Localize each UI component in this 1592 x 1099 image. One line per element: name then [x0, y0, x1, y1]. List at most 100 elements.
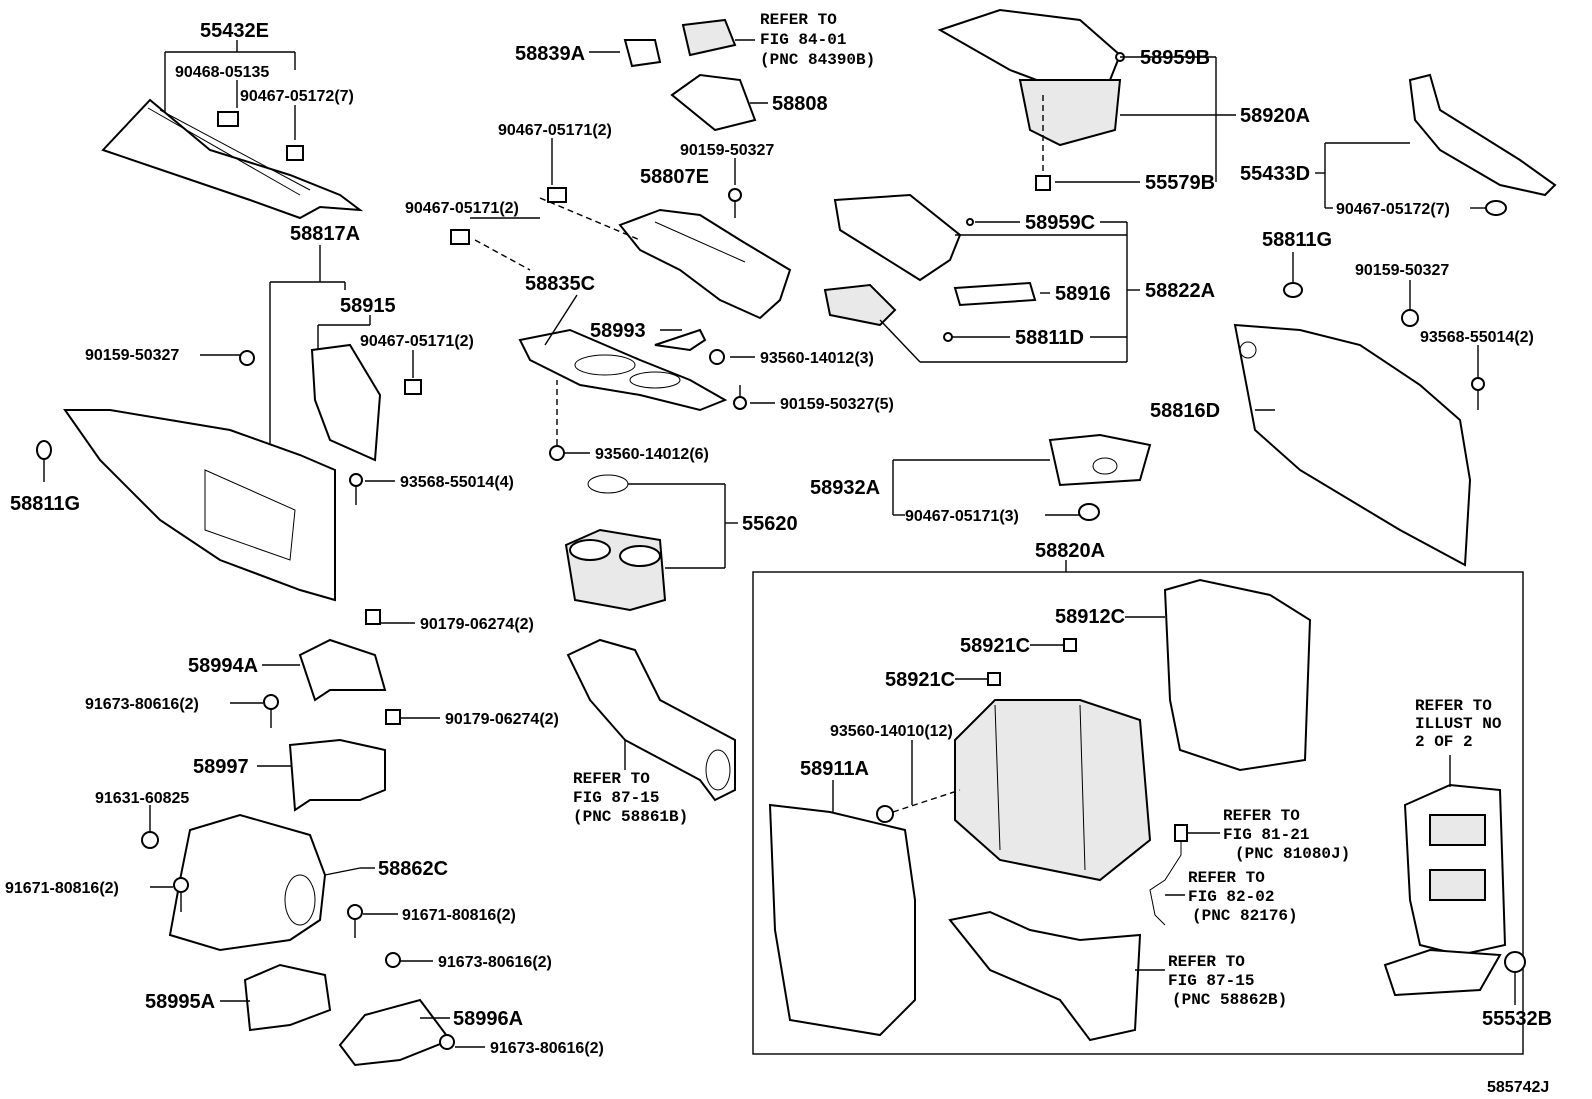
label-58997: 58997	[193, 756, 249, 778]
ref-illust-line1: REFER TO	[1415, 697, 1492, 715]
part-55433D-trim	[1408, 73, 1557, 197]
label-58816D: 58816D	[1150, 400, 1220, 422]
clip-58921C-b	[987, 672, 1001, 686]
label-58862C: 58862C	[378, 858, 448, 880]
label-58995A: 58995A	[145, 991, 215, 1013]
nut-90179-06274-a	[365, 609, 381, 625]
label-91673-80616-c: 91673-80616(2)	[490, 1040, 604, 1057]
clip-90467-05172-b	[1485, 200, 1507, 216]
part-58839A	[623, 39, 662, 68]
part-55432E-trim	[101, 98, 364, 220]
label-58820A: 58820A	[1035, 540, 1105, 562]
clip-58811D	[943, 332, 953, 342]
part-58932A	[1048, 433, 1152, 487]
bolt-91673-80616-b	[385, 952, 401, 968]
label-58915: 58915	[340, 295, 396, 317]
knob-90467-05171-d	[1078, 503, 1100, 521]
screw-93560-14012-a	[709, 349, 725, 365]
part-58911A	[768, 803, 916, 1037]
label-93560-14012-6: 93560-14012(6)	[595, 446, 709, 463]
label-93560-14012-3: 93560-14012(3)	[760, 350, 874, 367]
part-58916-pad	[953, 281, 1037, 307]
label-90467-05171-3: 90467-05171(3)	[905, 508, 1019, 525]
part-58997	[288, 738, 386, 812]
screw-93560-14012-b	[549, 445, 565, 461]
screw-93568-55014-b	[349, 473, 363, 505]
label-58921C-a: 58921C	[960, 635, 1030, 657]
bolt-90159-50327-d	[239, 350, 255, 366]
part-58817A-panel	[63, 409, 336, 602]
label-58839A: 58839A	[515, 43, 585, 65]
label-91673-80616-a: 91673-80616(2)	[85, 696, 199, 713]
label-58911A: 58911A	[800, 758, 869, 780]
ref-87-15-b-line1: REFER TO	[1168, 953, 1245, 971]
label-90467-05171-c: 90467-05171(2)	[360, 333, 474, 350]
ref-87-15-a-line2: FIG 87-15	[573, 789, 659, 807]
ref-81-21-line1: REFER TO	[1223, 807, 1300, 825]
ref-illust-line3: 2 OF 2	[1415, 733, 1473, 751]
label-90468-05135: 90468-05135	[175, 64, 269, 81]
label-90179-06274-a: 90179-06274(2)	[420, 616, 534, 633]
part-duct-58861B	[566, 638, 736, 802]
part-shifter-unit	[681, 18, 737, 57]
label-91671-80816-b: 91671-80816(2)	[402, 907, 516, 924]
label-58811G-b: 58811G	[10, 493, 80, 515]
part-58808-boot	[670, 73, 757, 132]
label-58912C: 58912C	[1055, 606, 1125, 628]
part-58820A-base	[954, 699, 1152, 882]
nut-90179-06274-b	[385, 709, 401, 725]
label-58932A: 58932A	[810, 477, 880, 499]
label-91673-80616-b: 91673-80616(2)	[438, 954, 552, 971]
label-90179-06274-b: 90179-06274(2)	[445, 711, 559, 728]
part-duct-58862B	[948, 910, 1142, 1042]
ref-82-02-line3: (PNC 82176)	[1192, 907, 1298, 925]
part-harness-81080J	[1149, 824, 1188, 926]
bolt-91671-80816-b	[347, 904, 363, 938]
label-58811G-a: 58811G	[1262, 229, 1332, 251]
label-58811D: 58811D	[1015, 327, 1084, 349]
part-58862C	[168, 813, 327, 952]
part-58816D-panel	[1233, 323, 1472, 567]
label-58808: 58808	[772, 93, 828, 115]
label-90467-05172-b: 90467-05172(7)	[1336, 201, 1450, 218]
screw-93560-14010	[876, 805, 894, 823]
screw-93568-55014-a	[1471, 377, 1485, 410]
label-91671-80816-a: 91671-80816(2)	[5, 880, 119, 897]
leader-lines	[43, 39, 1516, 1048]
part-58993	[654, 328, 707, 352]
clip-90468-05135	[217, 111, 239, 127]
label-90467-05171-a: 90467-05171(2)	[498, 122, 612, 139]
figure-code: 585742J	[1487, 1079, 1549, 1096]
label-58959B: 58959B	[1140, 47, 1210, 69]
bolt-91631-60825	[141, 831, 159, 849]
clip-55579B	[1035, 175, 1051, 191]
label-58994A: 58994A	[188, 655, 258, 677]
bolt-90159-50327-c	[1401, 309, 1419, 327]
part-55620-ring	[587, 474, 629, 494]
label-58835C: 58835C	[525, 273, 595, 295]
label-90159-50327-b: 90159-50327	[1355, 262, 1449, 279]
cap-55532B	[1504, 951, 1526, 973]
part-58822A-lid	[833, 193, 962, 282]
label-58916: 58916	[1055, 283, 1111, 305]
part-58996A	[338, 998, 452, 1067]
part-55620-cupholder	[564, 528, 667, 612]
clip-58811G-a	[1283, 282, 1303, 298]
part-58994A	[298, 638, 387, 702]
label-90467-05172-a: 90467-05172(7)	[240, 88, 354, 105]
ref-87-15-b-line2: FIG 87-15	[1168, 972, 1254, 990]
label-58822A: 58822A	[1145, 280, 1215, 302]
ref-81-21-line2: FIG 81-21	[1223, 826, 1309, 844]
part-58835C	[518, 328, 728, 412]
part-58915-cover	[310, 343, 382, 462]
clip-58959C	[966, 218, 974, 226]
part-58912C	[1163, 578, 1312, 772]
bolt-91673-80616-a	[263, 694, 279, 728]
ref-87-15-a-line1: REFER TO	[573, 770, 650, 788]
label-93568-55014-2: 93568-55014(2)	[1420, 329, 1534, 346]
label-58817A: 58817A	[290, 223, 360, 245]
clip-58921C-a	[1063, 638, 1077, 652]
label-58959C: 58959C	[1025, 212, 1095, 234]
part-rear-vent	[1383, 783, 1507, 997]
